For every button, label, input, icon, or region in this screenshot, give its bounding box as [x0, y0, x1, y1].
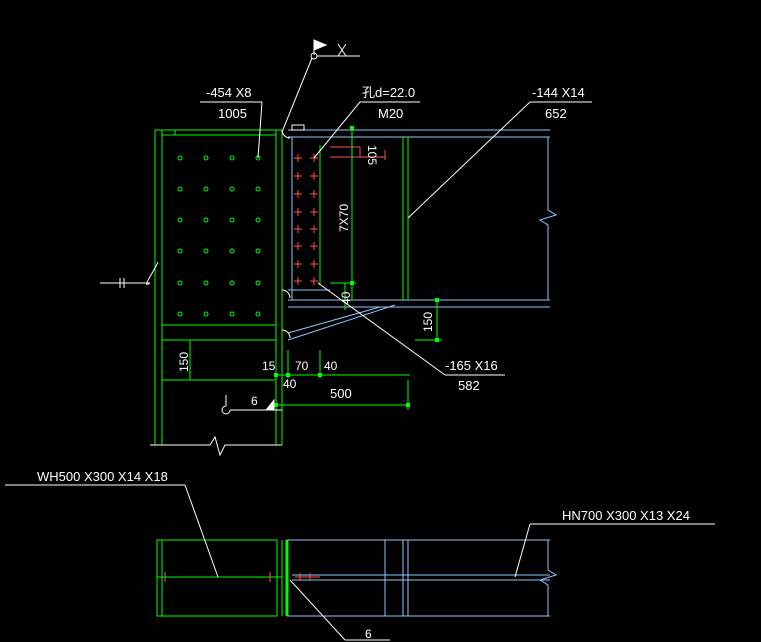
weld-flag-symbol: [281, 39, 360, 133]
dim-7x70: 7X70: [337, 204, 351, 232]
dim-105: 105: [365, 145, 379, 165]
leader-section-left: [5, 484, 219, 578]
stiffener-spec: -165 X16: [445, 358, 498, 373]
dim-500: 500: [330, 386, 352, 401]
dimension-lines: [189, 128, 442, 410]
flange-plate-length: 652: [545, 106, 567, 121]
splice-plate-bolts: [177, 155, 261, 317]
dim-40-top: 40: [324, 359, 338, 373]
dim-70: 70: [295, 359, 309, 373]
beam-stiffener: [319, 137, 409, 300]
leader-bolt: [313, 101, 420, 159]
plan-view-column: [156, 539, 289, 617]
web-plate-spec: -454 X8: [206, 85, 252, 100]
section-right-label: HN700 X300 X13 X24: [562, 508, 690, 523]
stiffener-length: 582: [458, 378, 480, 393]
dim-150-left: 150: [177, 352, 191, 372]
leader-section-right: [514, 523, 715, 578]
bolt-size-label: M20: [378, 106, 403, 121]
dimension-ticks: [274, 126, 439, 407]
column-elevation: [154, 129, 283, 445]
plan-view-beam: [287, 539, 558, 617]
section-left-label: WH500 X300 X14 X18: [37, 469, 168, 484]
weld-symbol-lower: [221, 395, 282, 415]
web-plate-length: 1005: [218, 106, 247, 121]
dim-40-bottom: 40: [283, 377, 297, 391]
haunch-plate: [287, 289, 396, 341]
dim-15: 15: [262, 359, 276, 373]
leader-flange-plate: [407, 101, 592, 219]
bolt-hole-label: 孔d=22.0: [362, 85, 415, 100]
dim-40-vertical: 40: [339, 291, 353, 305]
column-break-line: [150, 435, 282, 457]
beam-elevation: [288, 129, 558, 308]
flange-plate-spec: -144 X14: [532, 85, 585, 100]
weld-arcs: [281, 124, 305, 339]
plan-view-bolts: [164, 572, 320, 582]
weld-size: 6: [251, 394, 258, 408]
leader-stiffener: [317, 282, 505, 376]
leader-web-plate: [200, 101, 263, 159]
dim-150-right: 150: [421, 312, 435, 332]
weld-leader-bottom: [289, 579, 390, 641]
weld-size-bottom: 6: [365, 627, 372, 641]
section-cut-mark: [100, 261, 159, 288]
shear-plate-bolts: [294, 146, 386, 285]
